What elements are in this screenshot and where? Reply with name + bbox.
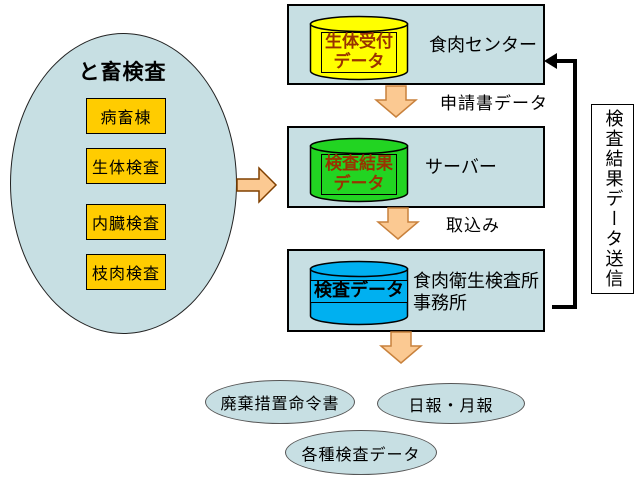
process-box-carcass-inspection: 枝肉検査 bbox=[86, 254, 166, 290]
feedback-line-icon bbox=[544, 53, 577, 309]
process-box-sick-livestock: 病畜棟 bbox=[86, 98, 166, 134]
db-label-inspection-data: 検査データ bbox=[310, 280, 408, 303]
arrow-down-icon bbox=[379, 331, 423, 364]
process-box-live-inspection: 生体検査 bbox=[86, 148, 166, 184]
meat-center-label: 食肉センター bbox=[429, 35, 537, 56]
server-label: サーバー bbox=[425, 157, 497, 178]
send-result-label: 検査結果データ送信 bbox=[602, 109, 624, 289]
import-label: 取込み bbox=[446, 216, 500, 236]
process-box-organ-inspection: 内臓検査 bbox=[86, 204, 166, 240]
output-disposal-order: 廃棄措置命令書 bbox=[205, 380, 355, 424]
output-various-inspection-data: 各種検査データ bbox=[285, 430, 437, 475]
output-daily-monthly-report: 日報・月報 bbox=[377, 383, 525, 424]
arrow-down-icon bbox=[376, 207, 420, 240]
application-data-label: 申請書データ bbox=[440, 94, 548, 114]
inspection-office-label: 食肉衛生検査所 事務所 bbox=[413, 271, 539, 314]
arrow-right-icon bbox=[236, 166, 278, 204]
arrow-down-icon bbox=[374, 85, 418, 118]
meat-center-node: 生体受付 データ 食肉センター bbox=[287, 4, 545, 85]
db-label-inspection-result-data: 検査結果 データ bbox=[321, 154, 397, 196]
send-result-label-box: 検査結果データ送信 bbox=[591, 104, 634, 294]
db-label-live-reception-data: 生体受付 データ bbox=[321, 32, 397, 74]
server-node: 検査結果 データ サーバー bbox=[287, 126, 545, 208]
slaughter-inspection-title: と畜検査 bbox=[78, 60, 167, 84]
inspection-office-node: 検査データ 食肉衛生検査所 事務所 bbox=[287, 249, 545, 332]
